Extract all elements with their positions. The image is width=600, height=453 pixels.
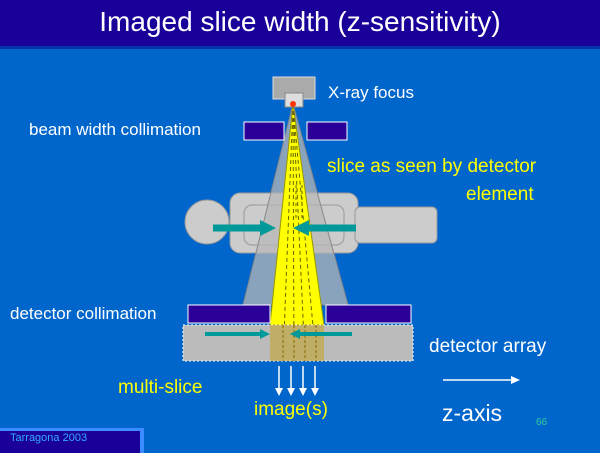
detector-collimator-left: [187, 304, 271, 324]
xray-focus-label: X-ray focus: [328, 83, 414, 102]
z-axis-arrow: [443, 376, 520, 384]
multi-slice-label: multi-slice: [118, 377, 203, 398]
beam-width-collimation-label: beam width collimation: [29, 120, 201, 139]
title-bar: [0, 0, 600, 49]
detector-array-label: detector array: [429, 336, 547, 357]
slice-arrows: [213, 220, 356, 236]
xray-tube: [272, 76, 316, 108]
page-number: 66: [536, 417, 548, 428]
footer-credit: Tarragona 2003: [10, 432, 88, 444]
image-output-arrows: [275, 366, 319, 396]
images-label: image(s): [254, 399, 328, 420]
beam-collimator-right: [306, 121, 348, 141]
slice-seen-label-line2: element: [466, 184, 534, 205]
beam-collimator-left: [243, 121, 285, 141]
detector-arrows: [205, 329, 352, 339]
page-title: Imaged slice width (z-sensitivity): [99, 6, 501, 37]
z-axis-label: z-axis: [442, 400, 503, 426]
footer-box: [0, 428, 144, 453]
detector-array: [182, 324, 414, 362]
detector-collimation-label: detector collimation: [10, 304, 157, 323]
slice-seen-label-line1: slice as seen by detector: [327, 156, 537, 177]
detector-collimator-right: [325, 304, 412, 324]
